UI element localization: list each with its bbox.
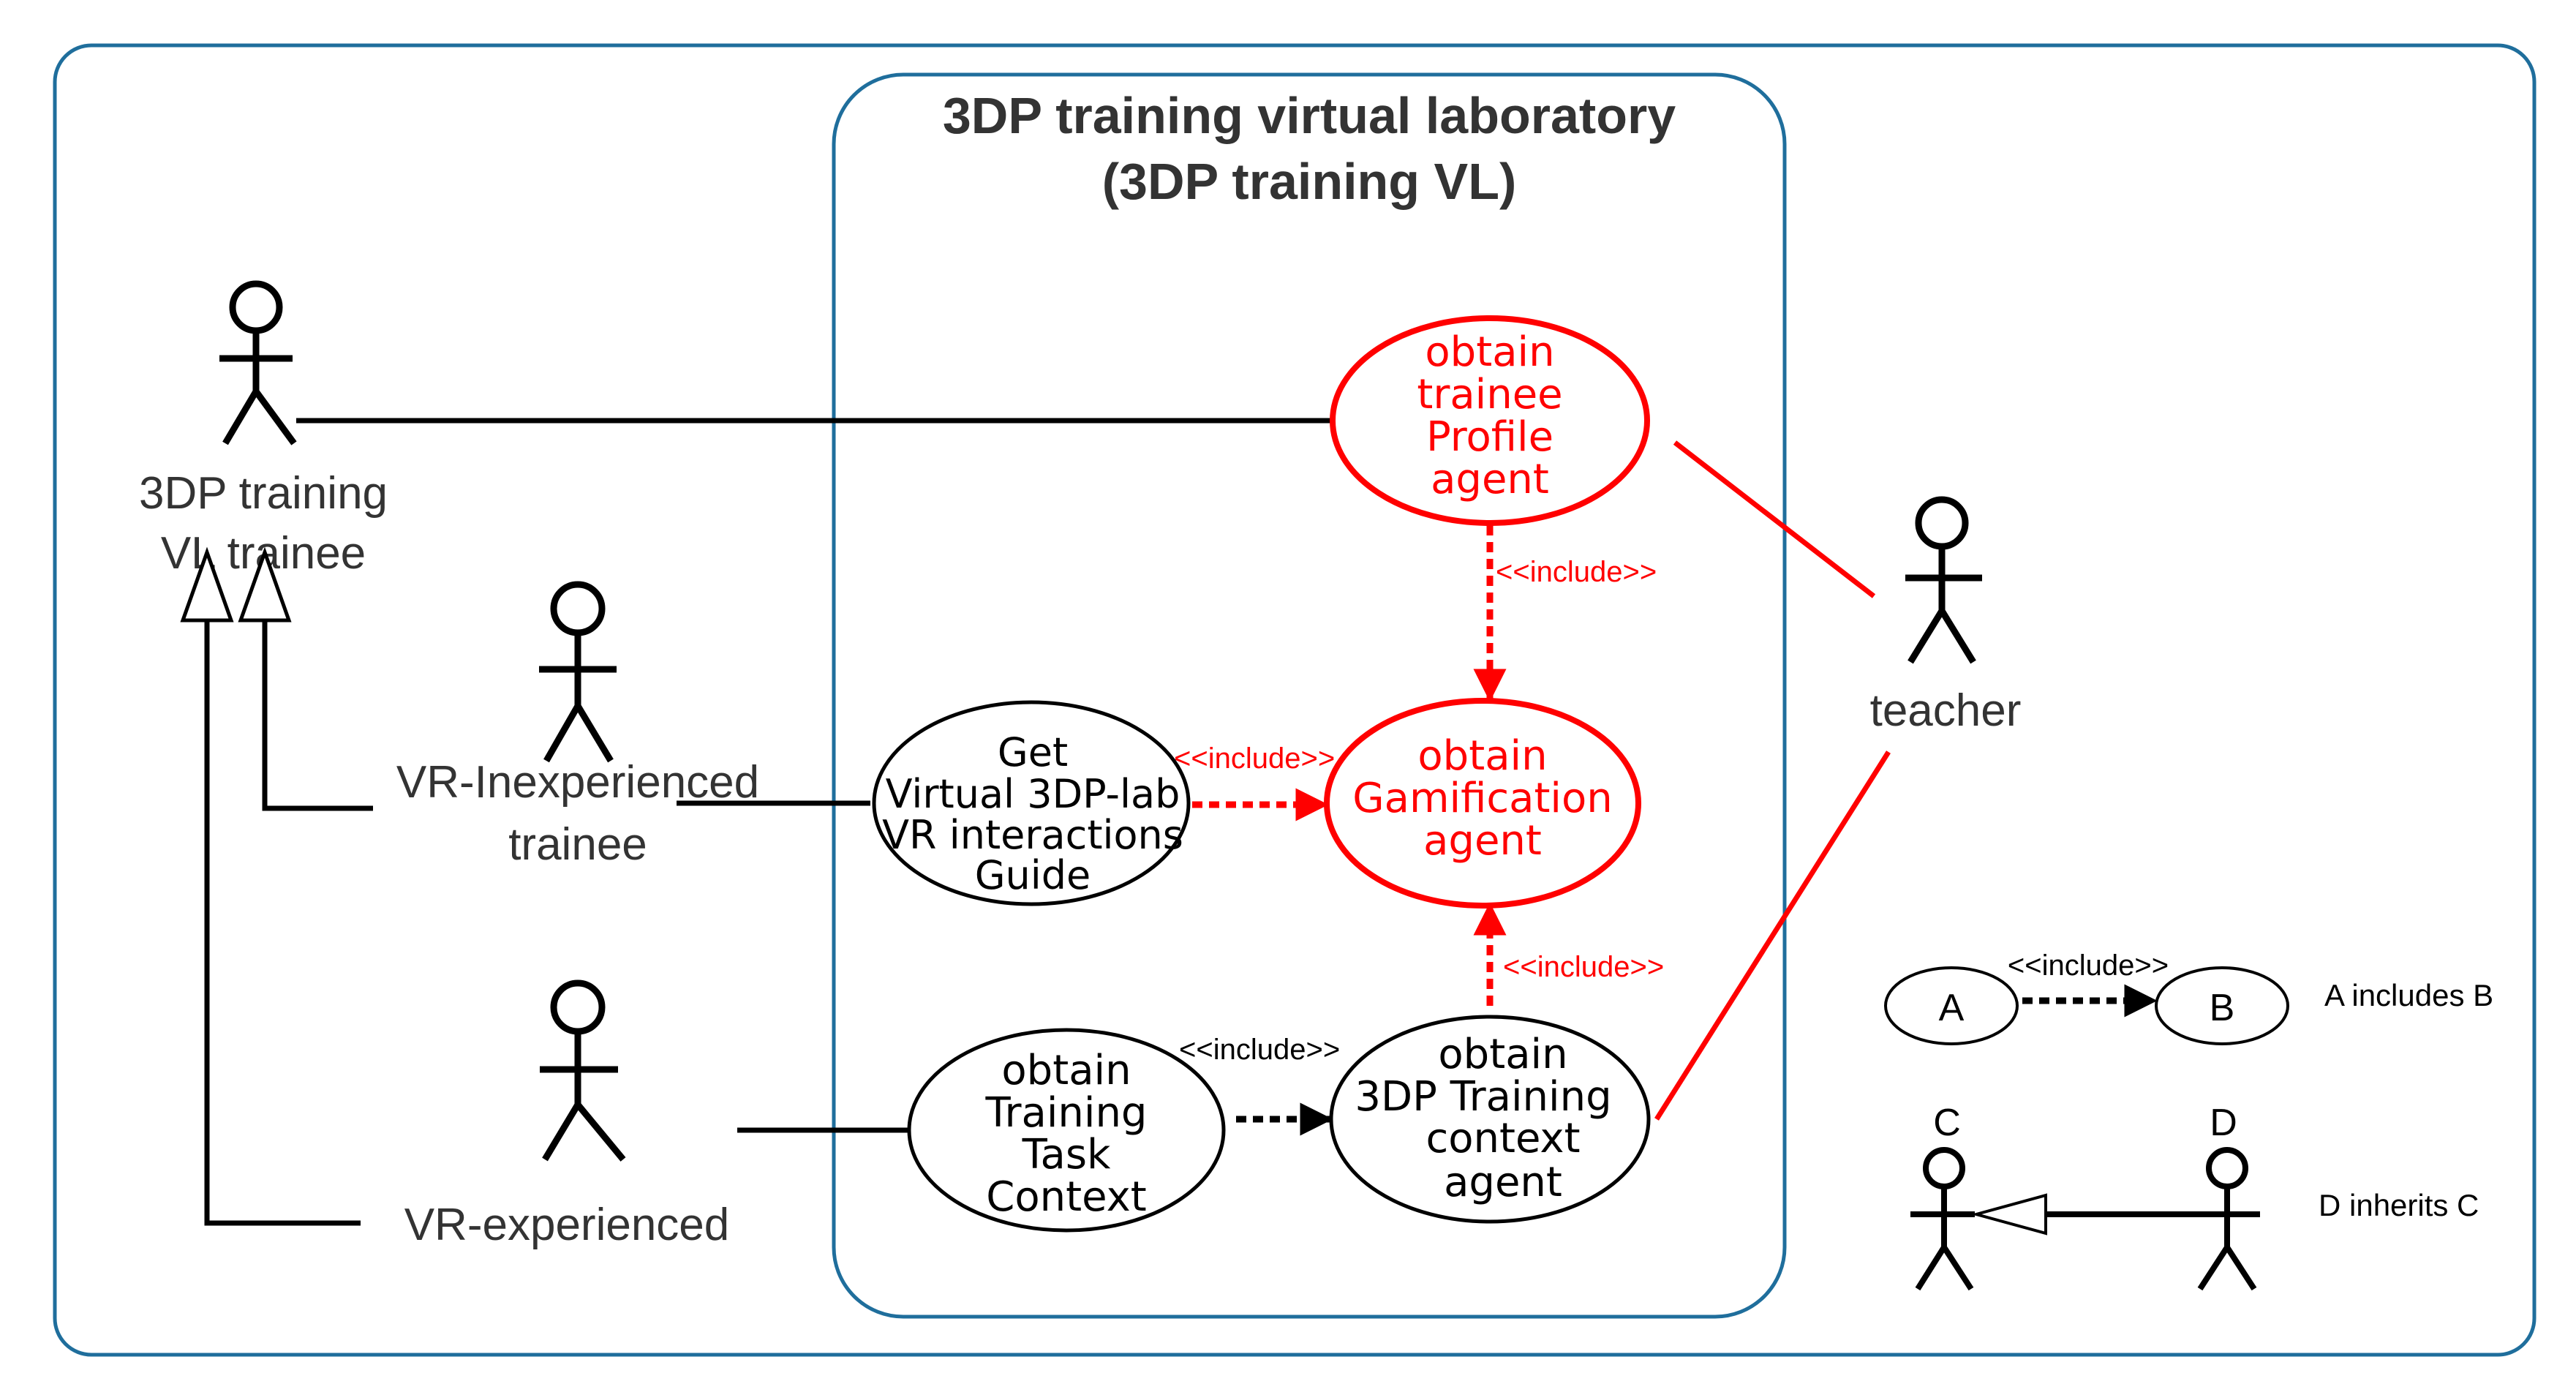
- legend-use-case-b-label: B: [2210, 987, 2235, 1029]
- use-case-task-context-line3: Task: [1022, 1131, 1111, 1178]
- generalization-lines: [204, 618, 373, 1226]
- use-case-vr-guide-line4: Guide: [975, 852, 1091, 898]
- include-label-profile-gamification: <<include>>: [1496, 556, 1657, 588]
- use-case-profile-agent: [1330, 315, 1650, 526]
- actor-trainee: [219, 280, 297, 445]
- use-case-gamification-agent: [1324, 698, 1641, 909]
- use-case-vr-guide: [872, 700, 1191, 906]
- use-case-vr-guide-line2: Virtual 3DP-lab: [886, 771, 1180, 817]
- system-boundary: [832, 72, 1787, 1319]
- actor-vr-inexperienced-label-line1: VR-Inexperienced: [396, 757, 759, 808]
- use-case-task-context-line4: Context: [986, 1173, 1146, 1221]
- legend-generalization-arrowhead: [1970, 1193, 2047, 1236]
- use-case-gamification-agent-line3: agent: [1423, 817, 1542, 865]
- legend-use-case-a: [1884, 966, 2019, 1045]
- generalization-arrowhead-inexperienced: [238, 546, 292, 623]
- use-case-profile-agent-line1: obtain: [1425, 328, 1554, 376]
- legend-actor-d: [2194, 1147, 2260, 1291]
- use-case-context-agent-line2: 3DP Training: [1355, 1073, 1611, 1121]
- system-title-line1: 3DP training virtual laboratory: [943, 87, 1676, 144]
- legend: A B <<include>> A includes B C D D inher…: [1884, 949, 2493, 1291]
- legend-use-case-a-label: A: [1939, 987, 1965, 1029]
- legend-a-includes-b: A includes B: [2324, 978, 2493, 1012]
- use-case-context-agent-line4: agent: [1444, 1159, 1562, 1206]
- use-case-profile-agent-line2: trainee: [1417, 371, 1562, 418]
- generalization-arrowhead-experienced: [180, 546, 234, 623]
- use-case-context-agent-line1: obtain: [1438, 1031, 1567, 1078]
- use-case-profile-agent-line3: Profile: [1426, 413, 1553, 461]
- use-case-profile-agent-line4: agent: [1431, 456, 1549, 503]
- actor-vr-experienced: [540, 979, 626, 1162]
- legend-include-label: <<include>>: [2008, 949, 2169, 982]
- association-teacher-profile: [1673, 440, 1876, 598]
- include-label-guide-gamification: <<include>>: [1174, 742, 1335, 775]
- use-case-task-context-line2: Training: [985, 1089, 1148, 1137]
- use-case-context-agent-line3: context: [1426, 1115, 1580, 1162]
- outer-frame: [53, 43, 2537, 1357]
- actor-vr-inexperienced-label-line2: trainee: [508, 819, 647, 870]
- include-label-task-context: <<include>>: [1179, 1034, 1340, 1066]
- legend-d-inherits-c: D inherits C: [2319, 1188, 2479, 1222]
- association-teacher-context: [1654, 751, 1891, 1121]
- use-case-task-context-line1: obtain: [1001, 1047, 1131, 1094]
- use-case-vr-guide-line1: Get: [998, 729, 1068, 775]
- actor-vr-inexperienced: [539, 581, 617, 763]
- actor-teacher-label: teacher: [1870, 685, 2022, 736]
- use-case-gamification-agent-line1: obtain: [1417, 732, 1547, 780]
- legend-actor-c-label: C: [1933, 1102, 1961, 1144]
- use-case-task-context: [907, 1028, 1226, 1233]
- legend-actor-c: [1910, 1147, 1975, 1291]
- actor-trainee-label-line1: 3DP training: [139, 468, 388, 519]
- actor-vr-experienced-label: VR-experienced: [404, 1200, 730, 1250]
- system-title-line2: (3DP training VL): [1102, 153, 1517, 210]
- use-case-context-agent: [1329, 1015, 1651, 1224]
- include-label-context-gamification: <<include>>: [1503, 951, 1664, 983]
- use-case-gamification-agent-line2: Gamification: [1352, 775, 1612, 822]
- actor-teacher: [1905, 496, 1982, 664]
- use-case-vr-guide-line3: VR interactions: [882, 812, 1183, 858]
- legend-actor-d-label: D: [2210, 1102, 2237, 1144]
